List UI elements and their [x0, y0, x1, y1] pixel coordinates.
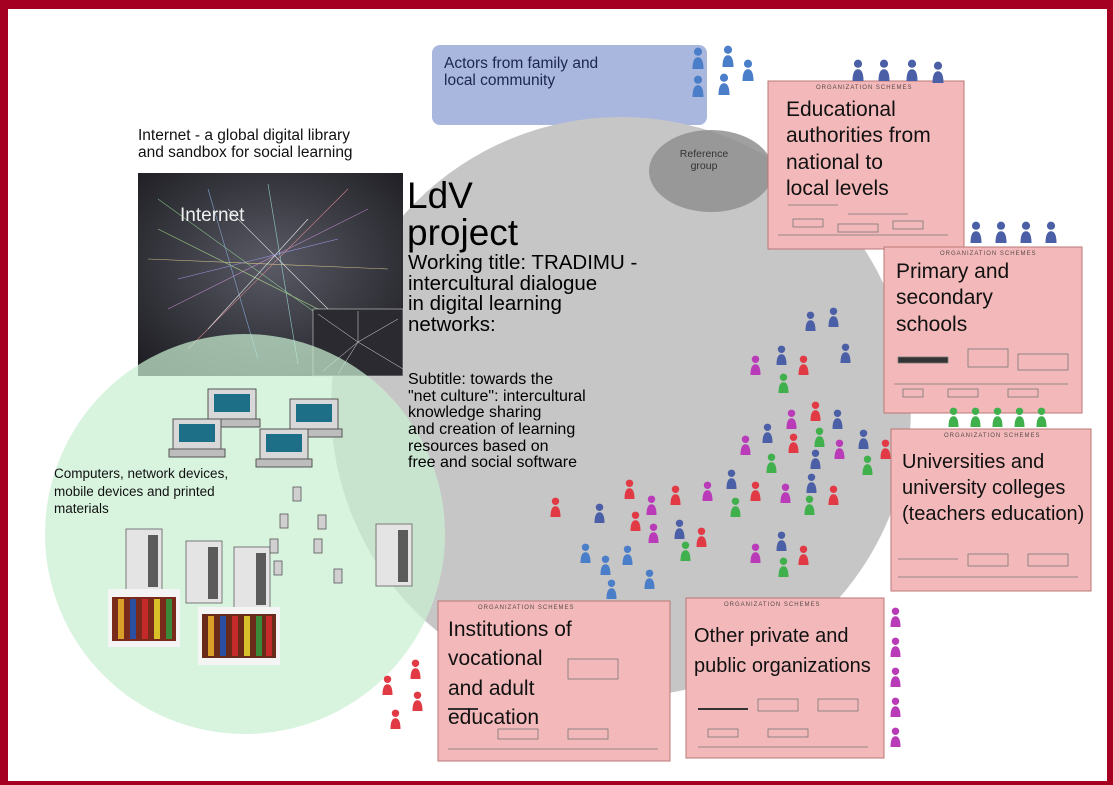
org-label-institutions: Institutions of vocational and adult edu… — [448, 618, 572, 730]
org-box-schools — [883, 246, 1083, 414]
printed-materials — [108, 589, 280, 665]
people-other — [890, 607, 901, 747]
org-label-universities: Universities and university colleges (te… — [902, 451, 1085, 525]
diagram-canvas: Actors from family and local community I… — [8, 9, 1107, 781]
mobile-devices — [269, 486, 343, 584]
working-title: Working title: TRADIMU - intercultural d… — [408, 251, 638, 336]
org-box-educational — [767, 80, 965, 250]
people-schools — [970, 221, 1057, 243]
internet-image-label: Internet — [180, 205, 245, 226]
project-title: LdV project — [407, 175, 519, 253]
internet-caption: Internet - a global digital library and … — [138, 127, 353, 162]
org-label-schools: Primary and secondary schools — [896, 260, 1010, 336]
org-header-educational: ORGANIZATION SCHEMES — [816, 85, 913, 91]
org-header-schools: ORGANIZATION SCHEMES — [940, 251, 1037, 257]
diagram-graphics — [45, 45, 1092, 762]
org-box-other — [685, 597, 885, 759]
devices-label: Computers, network devices, mobile devic… — [54, 466, 229, 517]
server-towers — [125, 523, 413, 610]
reference-group-label: Reference group — [679, 148, 729, 172]
central-circle — [331, 117, 911, 697]
actors-box — [432, 45, 707, 125]
project-subtitle: Subtitle: towards the "net culture": int… — [408, 371, 586, 472]
org-label-other: Other private and public organizations — [694, 625, 871, 677]
org-header-other: ORGANIZATION SCHEMES — [724, 602, 821, 608]
org-header-universities: ORGANIZATION SCHEMES — [944, 433, 1041, 439]
computer-terminals — [168, 388, 343, 468]
actors-box-label: Actors from family and local community — [444, 55, 599, 90]
org-label-educational: Educational authorities from national to… — [786, 98, 931, 200]
org-header-institutions: ORGANIZATION SCHEMES — [478, 605, 575, 611]
people-educational — [852, 59, 944, 83]
org-box-universities — [890, 428, 1092, 592]
org-box-institutions — [437, 600, 671, 762]
reference-group-circle — [649, 130, 773, 212]
